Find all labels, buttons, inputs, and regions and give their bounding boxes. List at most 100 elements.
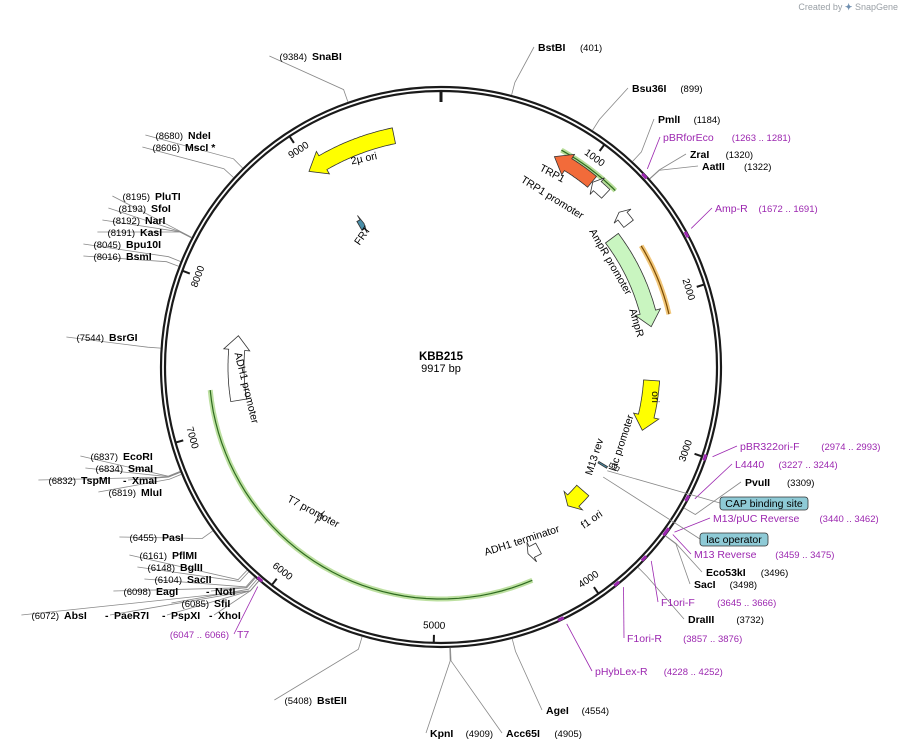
tick-label: 7000 (183, 426, 200, 451)
primer-pbrforeco-name: pBRforEco (663, 132, 714, 144)
tick-label: 5000 (423, 620, 446, 632)
primer-m13-puc-reverse-leader (674, 517, 711, 533)
tick-mark (271, 578, 278, 586)
tick-label: 4000 (577, 569, 602, 591)
plasmid-name: KBB215 (419, 351, 464, 363)
enzyme-eagi-position: (6098) (124, 587, 151, 598)
enzyme-pasi-name: PasI (162, 532, 184, 544)
feature-frt (356, 215, 368, 234)
label-layer: BstBI(401)Bsu36I(899)PmlI(1184)ZraI(1320… (32, 42, 881, 740)
primer-m13-puc-reverse: M13/pUC Reverse(3440 .. 3462) (713, 513, 879, 525)
enzyme-eco53ki: Eco53kI (3496) (706, 567, 788, 579)
enzyme-snabi-leader (269, 55, 349, 103)
enzyme-zrai-leader (649, 153, 687, 179)
enzyme-bsrgi-leader (66, 336, 161, 349)
enzyme-paer7i-separator: - (105, 610, 109, 622)
feature-label-adh1-terminator: ADH1 terminator (483, 523, 562, 559)
feature-label-two-micron-ori: 2µ ori (350, 150, 378, 167)
feature-adh1-terminator (526, 541, 542, 563)
feature-label-frt: FRT (352, 224, 374, 248)
enzyme-bglii-name: BglII (180, 562, 203, 574)
enzyme-eagi-name: EagI (156, 586, 178, 598)
enzyme-xmai-name: XmaI (132, 475, 157, 487)
primer-l4440-position: (3227 .. 3244) (779, 460, 838, 471)
enzyme-absi: AbsI(6072) (32, 610, 87, 622)
enzyme-pflmi-name: PflMI (172, 550, 197, 562)
enzyme-pvuii-name: PvuII (745, 477, 770, 489)
enzyme-bsteii-leader (274, 636, 363, 701)
enzyme-acc65i: Acc65I(4905) (506, 728, 582, 740)
primer-amp-r: Amp-R(1672 .. 1691) (715, 203, 818, 215)
enzyme-tspmi-position: (6832) (49, 476, 76, 487)
enzyme-bglii-position: (6148) (148, 563, 175, 574)
feature-label-lac-promoter: lac promoter (607, 413, 637, 473)
brand-name: SnapGene (854, 2, 898, 12)
enzyme-mlui-leader (98, 474, 182, 493)
enzyme-bpu10i-name: Bpu10I (126, 239, 161, 251)
primer-pbrforeco: pBRforEco(1263 .. 1281) (663, 132, 791, 144)
tick-mark (181, 269, 191, 275)
enzyme-mlui-position: (6819) (109, 488, 136, 499)
primer-f1ori-f-position: (3645 .. 3666) (717, 598, 776, 609)
enzyme-draiii-leader (637, 567, 685, 620)
callout-cap-binding-site-box (719, 496, 809, 511)
enzyme-kpni-position: (4909) (466, 729, 493, 740)
enzyme-kpni: KpnI(4909) (430, 728, 493, 740)
tick-mark (694, 452, 703, 458)
enzyme-paer7i: -PaeR7I (105, 610, 149, 622)
enzyme-pluti-name: PluTI (155, 191, 181, 203)
enzyme-smai-position: (6834) (96, 464, 123, 475)
enzyme-ndei-position: (8680) (156, 131, 183, 142)
primer-pbr322ori-f-name: pBR322ori-F (740, 441, 800, 453)
primer-amp-r-position: (1672 .. 1691) (759, 204, 818, 215)
enzyme-pasi: PasI(6455) (130, 532, 184, 544)
enzyme-sacii-position: (6104) (155, 575, 182, 586)
enzyme-msci-position: (8606) (153, 143, 180, 154)
plasmid-center-label: KBB215 9917 bp (419, 351, 464, 375)
enzyme-pasi-leader (119, 530, 213, 539)
feature-label-f1-ori: f1 ori (579, 508, 605, 531)
enzyme-noti-name: NotI (215, 586, 235, 598)
tick-label: 6000 (270, 561, 295, 584)
enzyme-bsrgi-name: BsrGI (109, 332, 138, 344)
primer-f1ori-f-leader (650, 560, 659, 603)
callout-cap-binding-site: CAP binding site (719, 496, 809, 511)
tick-mark (598, 143, 606, 152)
snapgene-logo-icon: ✦ (844, 2, 853, 12)
enzyme-bsmi-name: BsmI (126, 251, 152, 263)
enzyme-bsteii: BstEII(5408) (285, 695, 347, 707)
primer-t7-mark (256, 576, 264, 583)
primer-pbr322ori-f-mark (702, 454, 708, 461)
feature-trp1 (553, 153, 598, 188)
primer-phyblex-r-leader (566, 623, 593, 672)
primer-pbrforeco-leader (646, 136, 661, 170)
enzyme-bsmi-position: (8016) (94, 252, 121, 263)
enzyme-sacii: SacII(6104) (155, 574, 212, 586)
primer-phyblex-r-mark (557, 616, 565, 622)
primer-f1ori-f-mark (640, 555, 648, 562)
tick-label: 8000 (189, 264, 207, 289)
enzyme-draiii-position: (3732) (736, 615, 763, 626)
feature-ampr-promoter (613, 208, 634, 229)
feature-t7-promoter (314, 510, 326, 524)
primer-phyblex-r-name: pHybLex-R (595, 666, 648, 678)
enzyme-bsmi: BsmI (8016) (94, 251, 152, 263)
tick-mark (696, 283, 705, 288)
tick-label: 2000 (679, 277, 696, 302)
enzyme-smai-leader (85, 467, 181, 478)
primer-phyblex-r-position: (4228 .. 4252) (664, 667, 723, 678)
enzyme-pflmi-position: (6161) (140, 551, 167, 562)
callout-lac-operator-label: lac operator (706, 534, 762, 546)
primer-pbr322ori-f-leader (712, 445, 738, 458)
tick-label: 3000 (677, 438, 695, 463)
enzyme-eco53ki-position: (3496) (761, 568, 788, 579)
enzyme-ecori-position: (6837) (91, 452, 118, 463)
enzyme-eco53ki-name: Eco53kI (706, 567, 746, 579)
enzyme-ecori: EcoRI(6837) (91, 451, 153, 463)
primer-t7: (6047 .. 6066)T7 (170, 629, 250, 641)
enzyme-sfii-position: (6085) (182, 599, 209, 610)
enzyme-eagi-leader (113, 577, 256, 592)
primer-l4440-mark (684, 494, 690, 502)
enzyme-pflmi-leader (129, 554, 248, 581)
primer-f1ori-r-position: (3857 .. 3876) (683, 634, 742, 645)
